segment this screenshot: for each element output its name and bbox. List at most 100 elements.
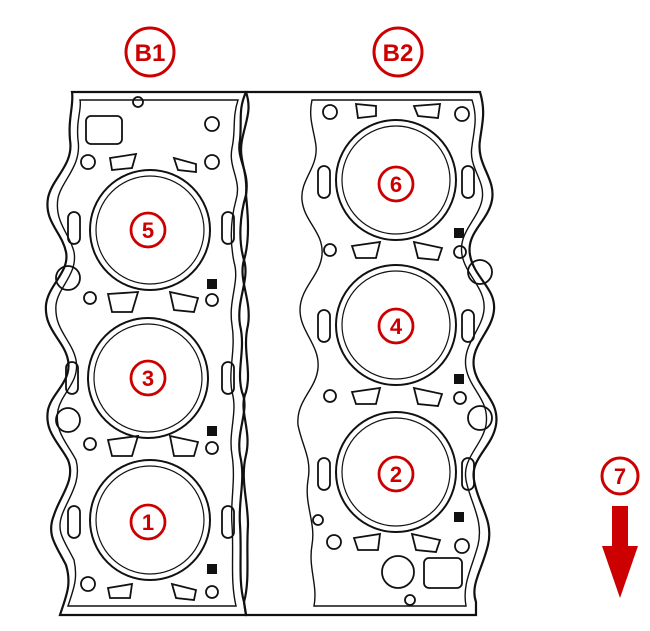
- bore-6-ring: [341, 125, 451, 235]
- b2-water-passage: [354, 102, 377, 119]
- cylinder-6-callout: 6: [377, 165, 415, 203]
- b1-top-dowel: [132, 96, 144, 108]
- bank-1-callout: B1: [124, 26, 176, 78]
- b1-water-passage: [170, 582, 198, 601]
- b2-water-passage: [412, 240, 444, 261]
- b1-marker: [207, 426, 217, 436]
- bank-2-callout: B2: [372, 26, 424, 78]
- cylinder-2-ring: [377, 455, 415, 493]
- b1-side-slot: [221, 505, 235, 539]
- bore-1: [89, 459, 211, 581]
- bank-2-inner-bead: [297, 99, 488, 607]
- b2-side-slot: [317, 309, 331, 343]
- b2-bolt-hole: [467, 405, 493, 431]
- bank-1-markers: [207, 279, 217, 574]
- b2-marker: [454, 374, 464, 384]
- cylinder-1-callout: 1: [129, 503, 167, 541]
- bore-4-ring: [341, 270, 451, 380]
- b1-water-passage: [172, 156, 197, 174]
- bore-5: [89, 169, 211, 291]
- b1-bolt-hole: [55, 407, 81, 433]
- b1-water-passage: [106, 434, 140, 457]
- bank-1-passages: [55, 96, 235, 601]
- b1-bolt-hole: [55, 265, 81, 291]
- down-arrow-icon: [602, 506, 638, 598]
- cylinder-6-ring: [377, 165, 415, 203]
- b1-side-slot: [221, 211, 235, 245]
- bank-2-label: B2: [383, 40, 414, 67]
- b2-water-passage: [352, 532, 382, 551]
- cylinder-4-label: 4: [390, 314, 403, 339]
- bore-5-ring: [95, 175, 205, 285]
- b1-water-passage: [108, 152, 138, 171]
- b2-bottom-port: [423, 557, 463, 589]
- bore-3: [87, 317, 209, 439]
- cylinder-5-callout: 5: [129, 211, 167, 249]
- bank-1-label: B1: [135, 40, 166, 67]
- b1-marker: [207, 279, 217, 289]
- b2-side-slot: [461, 309, 475, 343]
- direction-marker: 7: [600, 456, 640, 598]
- bank-2-gasket-outline: [240, 90, 498, 617]
- b2-bolt-hole: [453, 391, 467, 405]
- b2-side-slot: [461, 165, 475, 199]
- bank-2-bores: [335, 119, 457, 533]
- bank-1-inner-bead: [55, 99, 239, 607]
- cylinder-3-label: 3: [142, 366, 154, 391]
- b1-top-right-hole: [204, 116, 220, 132]
- cylinder-5-ring: [129, 211, 167, 249]
- b2-bolt-hole: [326, 534, 342, 550]
- b2-water-passage: [412, 103, 442, 119]
- bore-1-ring: [95, 465, 205, 575]
- bank-2-callout-circle: [372, 26, 424, 78]
- direction-marker-label: 7: [614, 464, 626, 489]
- cylinder-1-ring: [129, 503, 167, 541]
- b2-bolt-hole: [454, 106, 470, 122]
- bank-1-callout-circle: [124, 26, 176, 78]
- b1-bolt-hole: [205, 441, 219, 455]
- b2-bolt-hole: [453, 245, 467, 259]
- b1-bolt-hole: [80, 154, 96, 170]
- direction-marker-ring: [600, 456, 640, 496]
- b1-side-slot: [221, 361, 235, 395]
- b2-bolt-hole: [323, 243, 337, 257]
- cylinder-4-ring: [377, 307, 415, 345]
- cylinder-3-callout: 3: [129, 359, 167, 397]
- b2-bottom-port-round: [381, 555, 415, 589]
- bore-6: [335, 119, 457, 241]
- b2-side-slot: [461, 457, 475, 491]
- cylinder-callouts: 5 3 1 6 4 2: [129, 165, 415, 541]
- bank-2-gasket: [240, 90, 498, 617]
- b1-bolt-hole: [80, 576, 96, 592]
- cylinder-2-label: 2: [390, 462, 402, 487]
- b2-bottom-dowel: [404, 594, 416, 606]
- b1-marker: [207, 564, 217, 574]
- b1-water-passage: [168, 290, 200, 313]
- b1-side-slot: [67, 505, 81, 539]
- b1-water-passage: [106, 582, 134, 599]
- b2-water-passage: [350, 240, 382, 259]
- cylinder-2-callout: 2: [377, 455, 415, 493]
- cylinder-3-ring: [129, 359, 167, 397]
- b1-side-slot: [67, 211, 81, 245]
- cylinder-5-label: 5: [142, 218, 154, 243]
- b1-side-slot: [65, 361, 79, 395]
- b1-bolt-hole: [205, 585, 219, 599]
- b1-bolt-hole: [83, 437, 97, 451]
- cylinder-6-label: 6: [390, 172, 402, 197]
- bank-2-markers: [454, 228, 464, 522]
- b1-top-port: [85, 115, 123, 145]
- cylinder-4-callout: 4: [377, 307, 415, 345]
- bore-3-ring: [93, 323, 203, 433]
- bank-2-passages: [312, 102, 493, 606]
- b2-bolt-hole: [323, 389, 337, 403]
- bore-2-ring: [341, 417, 451, 527]
- b1-bolt-hole: [205, 293, 219, 307]
- b2-bolt-hole: [454, 538, 470, 554]
- bore-2: [335, 411, 457, 533]
- b2-side-slot: [317, 165, 331, 199]
- b1-water-passage: [106, 291, 140, 313]
- bank-1-bores: [87, 169, 211, 581]
- b2-water-passage: [410, 532, 442, 553]
